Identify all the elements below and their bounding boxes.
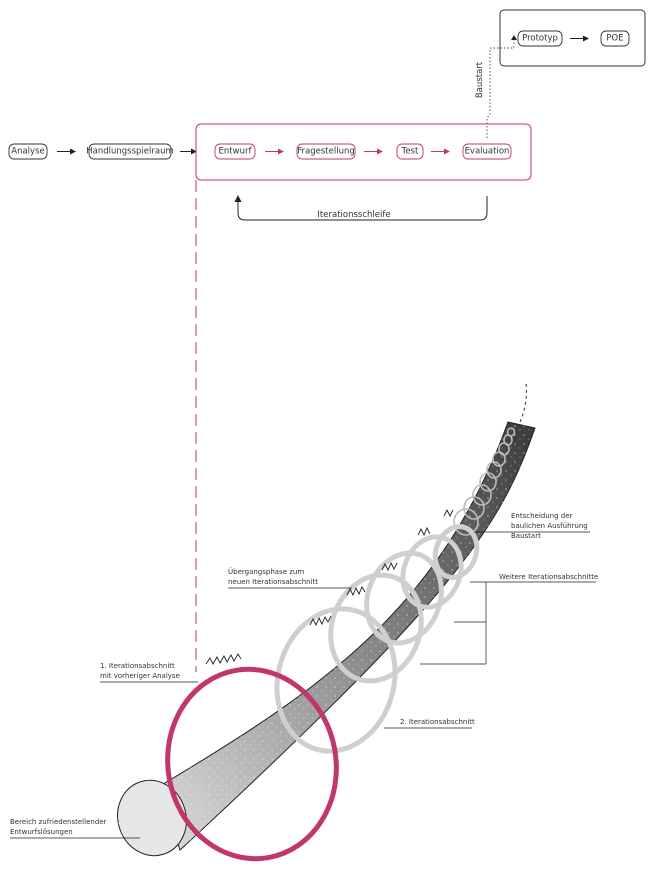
node-evaluation-label: Evaluation: [465, 147, 510, 157]
transition-zigzags: [205, 508, 454, 665]
node-prototyp-label: Prototyp: [522, 34, 558, 44]
cone-base-texture: [117, 780, 187, 856]
annotation-entscheidung-line1: Entscheidung der: [511, 512, 573, 520]
node-analyse-label: Analyse: [11, 147, 44, 157]
annotation-weitere: Weitere Iterationsabschnitte: [499, 573, 598, 581]
node-fragestellung: Fragestellung: [296, 143, 356, 160]
node-analyse: Analyse: [8, 143, 48, 160]
annotation-uebergang-line1: Übergangsphase zum: [228, 567, 304, 576]
node-test: Test: [396, 143, 424, 160]
baustart-connector: [486, 40, 515, 138]
baustart-label: Baustart: [475, 61, 485, 98]
node-poe-label: POE: [606, 34, 623, 44]
tip-spirals: [453, 427, 516, 536]
first-iteration-ring: [165, 666, 339, 862]
node-fragestellung-label: Fragestellung: [297, 147, 354, 157]
annotation-entscheidung-line2: baulichen Ausführung: [511, 522, 588, 530]
iteration-loop-line: [237, 196, 488, 221]
baustart-arrowhead: [511, 35, 517, 40]
annotation-weitere-bracket: [420, 581, 596, 665]
node-entwurf: Entwurf: [214, 143, 256, 160]
node-entwurf-label: Entwurf: [219, 147, 253, 157]
annotation-uebergang-line2: neuen Iterationsabschnitt: [228, 578, 318, 586]
annotation-zweiter: 2. Iterationsabschnitt: [400, 718, 475, 726]
gray-rings: [274, 524, 480, 754]
node-poe: POE: [600, 30, 630, 47]
node-test-label: Test: [401, 147, 419, 157]
annotation-erster-line2: mit vorheriger Analyse: [100, 672, 180, 680]
design-loop-frame: [195, 123, 532, 181]
node-prototyp: Prototyp: [517, 30, 563, 47]
node-handlungsspielraum-label: Handlungsspielraum: [86, 147, 174, 157]
prototype-frame: [499, 9, 646, 67]
iteration-loop-arrowhead: [234, 195, 242, 202]
node-handlungsspielraum: Handlungsspielraum: [86, 143, 174, 160]
cone-tip-dashed: [519, 383, 527, 423]
iteration-loop-label: Iterationsschleife: [317, 210, 390, 220]
annotation-entscheidung-line3: Baustart: [511, 532, 541, 540]
annotation-bereich-line1: Bereich zufriedenstellender: [10, 818, 107, 826]
annotation-bereich-line2: Entwurfslösungen: [10, 828, 73, 836]
node-evaluation: Evaluation: [462, 143, 512, 160]
annotation-erster-line1: 1. Iterationsabschnitt: [100, 662, 175, 670]
